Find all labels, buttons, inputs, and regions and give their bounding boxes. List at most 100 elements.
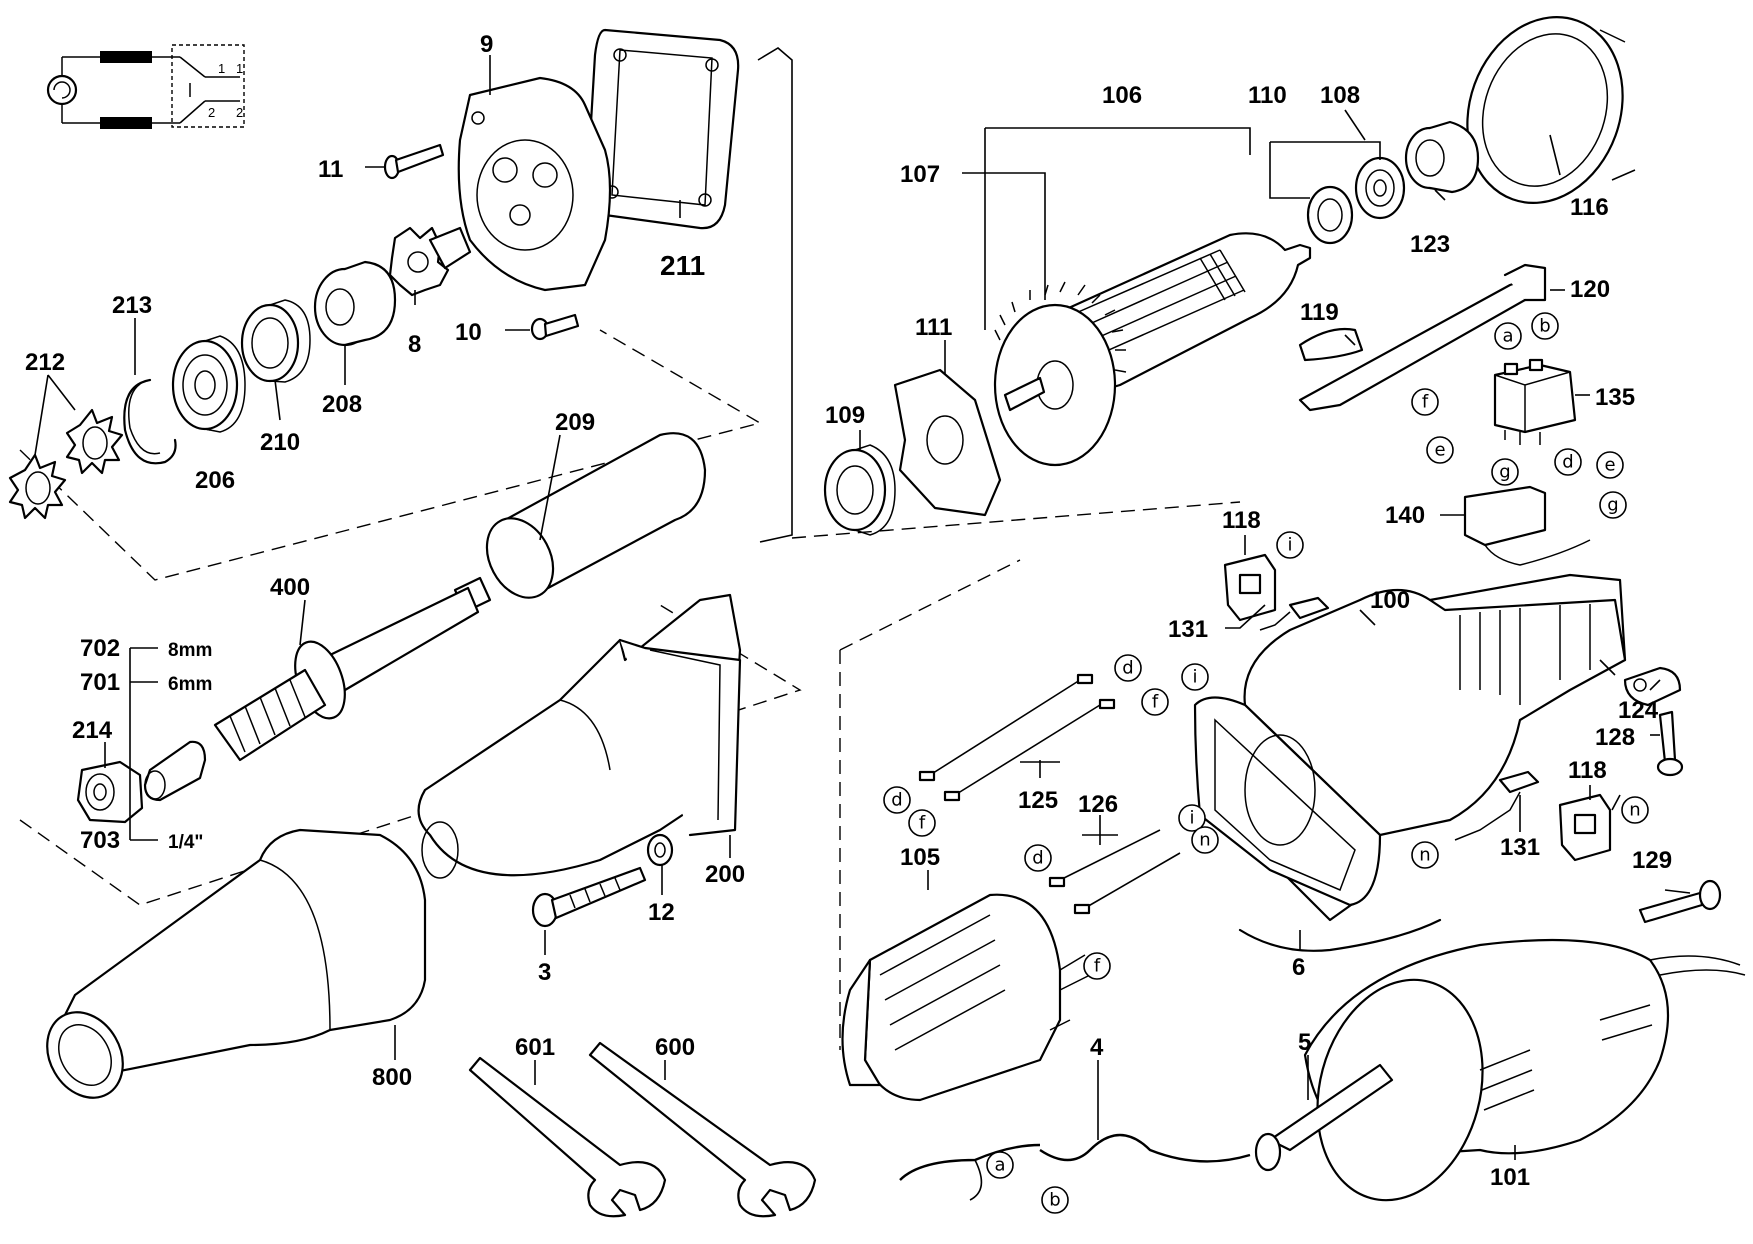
part-135-switch (1493, 358, 1577, 445)
svg-text:d: d (1032, 848, 1043, 869)
size-703: 1/4" (168, 832, 203, 853)
label-12: 12 (648, 899, 675, 926)
wire-callout-i2: i (1181, 663, 1209, 691)
svg-text:b: b (1049, 1190, 1060, 1211)
wire-callout-i3: i (1178, 804, 1206, 832)
wire-callout-g2: g (1599, 491, 1627, 519)
label-120: 120 (1570, 276, 1610, 303)
svg-text:a: a (994, 1155, 1005, 1176)
wire-callout-d: d (1554, 448, 1582, 476)
part-12-washer (646, 833, 674, 867)
label-108: 108 (1320, 82, 1360, 109)
size-701: 6mm (168, 674, 212, 695)
wire-callout-a2: a (986, 1151, 1014, 1179)
leader-lines (34, 55, 1691, 1160)
label-105: 105 (900, 844, 940, 871)
label-125: 125 (1018, 787, 1058, 814)
part-111-baffle (893, 368, 1002, 517)
part-116-cover (1466, 16, 1636, 204)
wire-callout-n1: n (1191, 826, 1219, 854)
label-107: 107 (900, 161, 940, 188)
label-200: 200 (705, 861, 745, 888)
svg-text:n: n (1419, 845, 1430, 866)
part-211-gasket (585, 28, 740, 230)
part-8-gear (388, 226, 472, 297)
part-701-collet (143, 740, 207, 802)
label-212: 212 (25, 349, 65, 376)
wire-callout-f3: f (908, 809, 936, 837)
wire-callout-d3: d (883, 786, 911, 814)
wire-callout-e2: e (1596, 451, 1624, 479)
wire-callout-f2: f (1141, 688, 1169, 716)
part-131-brush-a (1259, 596, 1330, 631)
part-11-screw (383, 143, 445, 180)
wire-callout-a: a (1494, 322, 1522, 350)
part-213-circlip (123, 378, 177, 465)
wire-callout-e: e (1426, 436, 1454, 464)
label-3: 3 (538, 959, 551, 986)
part-123-bearing (1404, 120, 1480, 194)
svg-text:f: f (1152, 692, 1159, 713)
part-3-screw (531, 866, 647, 928)
label-109: 109 (825, 402, 865, 429)
wire-callout-g: g (1491, 458, 1519, 486)
label-116: 116 (1570, 194, 1609, 221)
label-701: 701 (80, 669, 120, 696)
part-100-motor-housing (1193, 573, 1627, 922)
label-213: 213 (112, 292, 152, 319)
label-118-a: 118 (1222, 507, 1261, 534)
part-118-brush-holder-b (1558, 793, 1612, 862)
part-109-bearing (823, 444, 896, 536)
label-119: 119 (1300, 299, 1339, 326)
part-206-bearing (171, 335, 246, 433)
wire-callouts: a b f e g d e g i d f i d f i n d f n n … (883, 312, 1649, 1214)
part-108-bearing (1354, 156, 1406, 220)
part-212-lock-washers (8, 408, 124, 520)
label-800: 800 (372, 1064, 412, 1091)
part-200-gear-housing (417, 593, 742, 879)
part-118-brush-holder-a (1223, 553, 1277, 622)
label-9: 9 (480, 31, 493, 58)
label-211: 211 (660, 250, 705, 281)
svg-text:a: a (1502, 326, 1513, 347)
svg-text:i: i (1287, 535, 1292, 556)
wire-callout-b2: b (1041, 1186, 1069, 1214)
part-126-wires (1048, 829, 1181, 915)
svg-text:e: e (1434, 440, 1445, 461)
label-703: 703 (80, 827, 120, 854)
part-131-brush-b (1454, 770, 1540, 841)
wiring-schematic: 1 1 2 2 (46, 44, 245, 129)
part-208-spacer (313, 260, 397, 347)
wire-callout-f: f (1411, 388, 1439, 416)
part-601-wrench (468, 1056, 667, 1218)
wire-callout-n2: n (1411, 841, 1439, 869)
part-210-ring (240, 299, 311, 383)
label-135: 135 (1595, 384, 1635, 411)
part-140-capacitor (1463, 485, 1591, 566)
part-105-stator (841, 893, 1091, 1102)
label-129: 129 (1632, 847, 1672, 874)
label-210: 210 (260, 429, 300, 456)
part-128-screw (1656, 710, 1684, 777)
label-126: 126 (1078, 791, 1118, 818)
wire-callout-d4: d (1024, 844, 1052, 872)
wire-callout-n3: n (1621, 796, 1649, 824)
label-106: 106 (1102, 82, 1142, 109)
label-101: 101 (1490, 1164, 1530, 1191)
svg-text:f: f (1422, 392, 1429, 413)
part-125-wires (918, 673, 1116, 802)
label-600: 600 (655, 1034, 695, 1061)
part-119-cap (1298, 327, 1364, 362)
label-128: 128 (1595, 724, 1635, 751)
wire-callout-d2: d (1114, 654, 1142, 682)
label-111: 111 (915, 314, 952, 341)
part-800-handle (46, 828, 427, 1099)
part-600-wrench (588, 1041, 817, 1218)
schematic-terminal-1: 1 (218, 61, 225, 76)
label-124: 124 (1618, 697, 1659, 724)
label-400: 400 (270, 574, 310, 601)
part-101-rear-cover (1303, 938, 1746, 1202)
svg-text:f: f (919, 813, 926, 834)
label-131-b: 131 (1500, 834, 1540, 861)
